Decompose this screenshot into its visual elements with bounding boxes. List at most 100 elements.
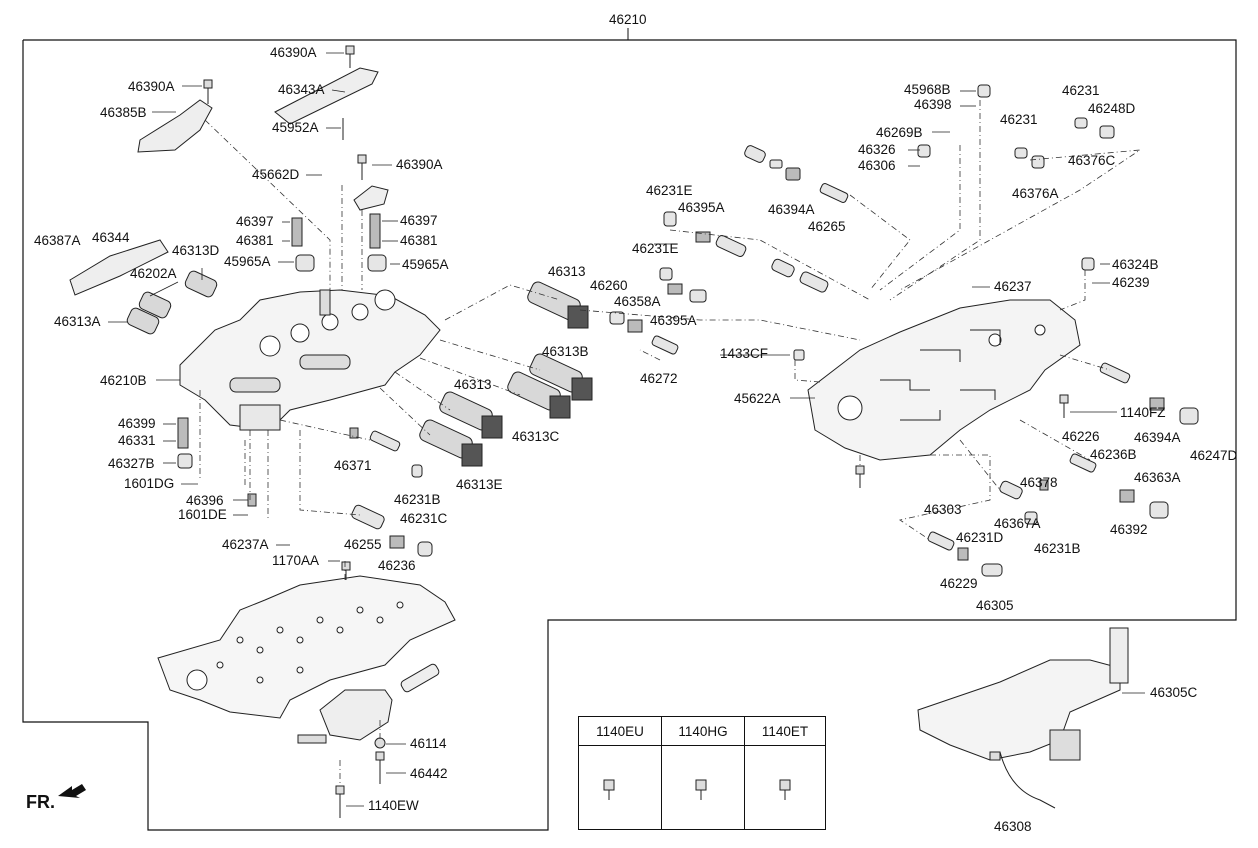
part-label: 46303 [924, 502, 962, 517]
part-label: 46313 [548, 264, 586, 279]
part-label: 46305 [976, 598, 1014, 613]
part-label: 46363A [1134, 470, 1181, 485]
part-label: 46260 [590, 278, 628, 293]
part-label: 45662D [252, 167, 300, 182]
part-label: 46114 [410, 736, 447, 751]
part-label: 46313B [542, 344, 589, 359]
valve-body-45622A [807, 299, 1081, 461]
part-label: 46272 [640, 371, 678, 386]
part-label: 46308 [994, 819, 1032, 834]
bracket-46305C [917, 627, 1129, 809]
part-label: 1601DG [124, 476, 175, 491]
part-label: 46231E [632, 241, 679, 256]
part-label: 46324B [1112, 257, 1159, 272]
part-label: 46231B [394, 492, 441, 507]
part-label: 45622A [734, 391, 781, 406]
table-header-cell: 1140HG [662, 717, 744, 746]
part-label: 1140FZ [1120, 405, 1166, 420]
part-label: 46395A [650, 313, 697, 328]
table-header-cell: 1140EU [579, 717, 661, 746]
part-label: 46390A [128, 79, 175, 94]
part-label: 46390A [396, 157, 443, 172]
part-label: 46392 [1110, 522, 1148, 537]
part-label: 46231 [1000, 112, 1038, 127]
assembly-title: 46210 [609, 12, 647, 27]
dash-leader-lines [199, 100, 1141, 786]
detent-brackets [69, 67, 389, 296]
part-label: 46313C [512, 429, 560, 444]
part-label: 46390A [270, 45, 317, 60]
part-label: 1433CF [720, 346, 769, 361]
part-label: 46229 [940, 576, 978, 591]
part-label: 46394A [768, 202, 815, 217]
part-label: 46269B [876, 125, 923, 140]
part-label: 46248D [1088, 101, 1136, 116]
part-label: 46305C [1150, 685, 1198, 700]
part-label: 46226 [1062, 429, 1100, 444]
part-label: 46231C [400, 511, 448, 526]
part-label: 46237A [222, 537, 269, 552]
part-label: 46326 [858, 142, 896, 157]
part-label: 46202A [130, 266, 177, 281]
part-label: 46255 [344, 537, 382, 552]
part-label: 1140EW [368, 798, 419, 813]
part-label: 45952A [272, 120, 319, 135]
part-label: 46376C [1068, 153, 1116, 168]
part-label: 46381 [400, 233, 438, 248]
part-label: 46367A [994, 516, 1041, 531]
part-label: 46378 [1020, 475, 1058, 490]
orientation-label: FR. [26, 792, 55, 812]
bolt-table: 1140EU 1140HG 1140ET [578, 716, 826, 830]
part-label: 46399 [118, 416, 156, 431]
part-label: 46236B [1090, 447, 1137, 462]
valve-spools-and-springs [177, 84, 1199, 577]
part-label: 46236 [378, 558, 416, 573]
part-label: 46313D [172, 243, 220, 258]
solenoid-valves [126, 270, 593, 467]
part-label: 46396 [186, 493, 224, 508]
part-label: 46313E [456, 477, 503, 492]
part-label: 46385B [100, 105, 147, 120]
valve-body-46210B [179, 289, 441, 431]
part-label: 46397 [400, 213, 438, 228]
bolts [203, 45, 1069, 818]
part-label: 46376A [1012, 186, 1059, 201]
part-label: 46442 [410, 766, 448, 781]
table-divider [661, 717, 662, 829]
part-label: 46306 [858, 158, 896, 173]
part-label: 46247D [1190, 448, 1238, 463]
part-label: 46398 [914, 97, 952, 112]
part-label: 46239 [1112, 275, 1150, 290]
part-label: 46237 [994, 279, 1032, 294]
assembly-frame [22, 39, 1237, 831]
part-label: 45965A [402, 257, 449, 272]
part-label: 46397 [236, 214, 274, 229]
table-header-cell: 1140ET [745, 717, 825, 746]
table-divider [744, 717, 745, 829]
part-label: 46327B [108, 456, 155, 471]
part-label: 46394A [1134, 430, 1181, 445]
manual-valve-assembly [297, 663, 440, 744]
part-label: 46210B [100, 373, 147, 388]
part-label: 46331 [118, 433, 156, 448]
part-label: 46358A [614, 294, 661, 309]
part-label: 46387A [34, 233, 81, 248]
label-leaders [108, 52, 1145, 807]
front-arrow-icon [58, 784, 86, 798]
part-label: 46313A [54, 314, 101, 329]
part-label: 46231B [1034, 541, 1081, 556]
part-label: 46265 [808, 219, 846, 234]
part-label: 46231D [956, 530, 1004, 545]
part-label: 1170AA [272, 553, 320, 568]
separator-plate [157, 575, 456, 719]
part-label: 46343A [278, 82, 325, 97]
part-label: 46395A [678, 200, 725, 215]
part-label: 46371 [334, 458, 372, 473]
part-label: 1601DE [178, 507, 227, 522]
part-label: 45968B [904, 82, 951, 97]
part-label: 46344 [92, 230, 130, 245]
part-label: 46231 [1062, 83, 1100, 98]
part-label: 45965A [224, 254, 271, 269]
part-label: 46313 [454, 377, 492, 392]
